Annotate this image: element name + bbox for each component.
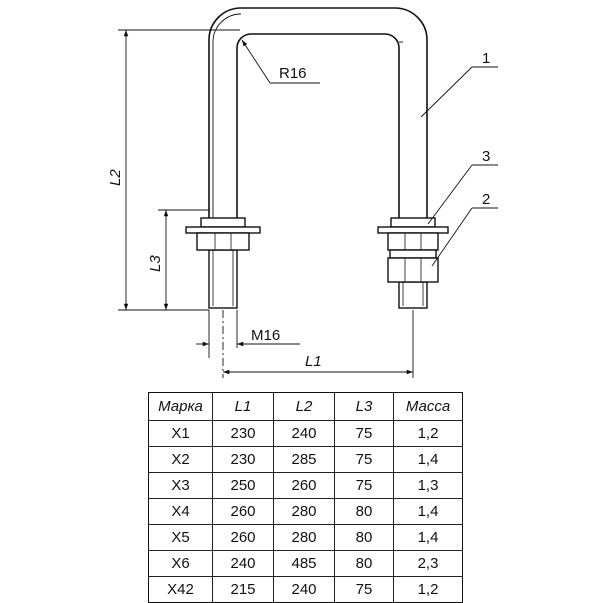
callout-leaders <box>420 66 498 267</box>
cell-mass: 1,4 <box>393 524 463 551</box>
cell-mass: 1,3 <box>393 472 463 499</box>
dim-l2-label: L2 <box>107 169 124 186</box>
dim-l1-label: L1 <box>305 353 322 370</box>
cell-l2: 485 <box>273 550 335 577</box>
cell-l1: 260 <box>212 524 274 551</box>
right-threaded-end <box>377 217 449 309</box>
cell-l3: 80 <box>334 498 394 525</box>
u-bolt-drawing: R16 M16 L1 L2 L3 1 3 2 <box>107 7 498 378</box>
radius-label: R16 <box>279 65 307 82</box>
header-mark: Марка <box>148 392 213 421</box>
cell-l2: 240 <box>273 420 335 447</box>
table-row: X5 260 280 80 1,4 <box>148 524 463 551</box>
header-l2: L2 <box>273 392 335 421</box>
cell-l3: 80 <box>334 524 394 551</box>
cell-l1: 230 <box>212 420 274 447</box>
cell-mass: 1,4 <box>393 498 463 525</box>
cell-mass: 1,2 <box>393 420 463 447</box>
cell-l3: 75 <box>334 576 394 603</box>
cell-l3: 75 <box>334 420 394 447</box>
callout-1: 1 <box>482 50 490 67</box>
cell-mark: X6 <box>148 550 213 577</box>
header-l1: L1 <box>212 392 274 421</box>
cell-l3: 75 <box>334 472 394 499</box>
table-row: X3 250 260 75 1,3 <box>148 472 463 499</box>
cell-l1: 260 <box>212 498 274 525</box>
thread-label: M16 <box>251 327 280 344</box>
cell-mark: X5 <box>148 524 213 551</box>
left-threaded-end <box>185 217 261 309</box>
cell-l1: 215 <box>212 576 274 603</box>
table-row: X2 230 285 75 1,4 <box>148 446 463 473</box>
table-header-row: Марка L1 L2 L3 Масса <box>148 392 463 421</box>
cell-l3: 75 <box>334 446 394 473</box>
table-row: X6 240 485 80 2,3 <box>148 550 463 577</box>
callout-3: 3 <box>482 148 490 165</box>
dim-l3-label: L3 <box>147 255 164 272</box>
cell-mark: X4 <box>148 498 213 525</box>
cell-l1: 230 <box>212 446 274 473</box>
cell-l2: 240 <box>273 576 335 603</box>
table-row: X4 260 280 80 1,4 <box>148 498 463 525</box>
cell-mass: 2,3 <box>393 550 463 577</box>
cell-mass: 1,4 <box>393 446 463 473</box>
cell-l2: 280 <box>273 498 335 525</box>
header-l3: L3 <box>334 392 394 421</box>
cell-l3: 80 <box>334 550 394 577</box>
callout-2: 2 <box>482 191 490 208</box>
cell-mark: X2 <box>148 446 213 473</box>
cell-mark: X3 <box>148 472 213 499</box>
table-row: X1 230 240 75 1,2 <box>148 420 463 447</box>
spec-table: Марка L1 L2 L3 Масса X1 230 240 75 1,2 X… <box>148 392 463 603</box>
header-mass: Масса <box>393 392 463 421</box>
cell-l2: 285 <box>273 446 335 473</box>
cell-l2: 280 <box>273 524 335 551</box>
cell-mass: 1,2 <box>393 576 463 603</box>
cell-l2: 260 <box>273 472 335 499</box>
cell-mark: X1 <box>148 420 213 447</box>
table-row: X42 215 240 75 1,2 <box>148 576 463 603</box>
cell-mark: X42 <box>148 576 213 603</box>
u-bolt-body <box>208 7 428 218</box>
cell-l1: 250 <box>212 472 274 499</box>
cell-l1: 240 <box>212 550 274 577</box>
dimension-lines <box>118 29 414 378</box>
